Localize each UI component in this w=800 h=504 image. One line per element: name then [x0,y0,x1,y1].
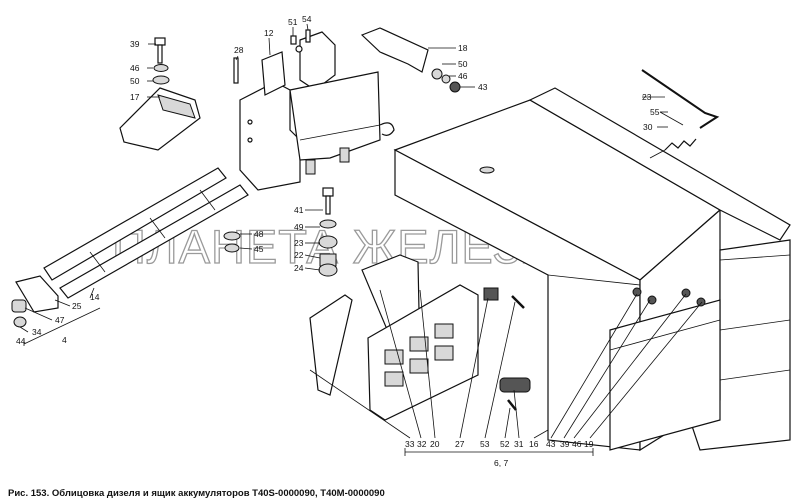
callout-39: 39 [560,439,570,449]
box-bolt [696,297,706,307]
callout-49: 49 [294,222,304,232]
callout-27: 27 [455,439,465,449]
callout-25: 25 [72,301,82,311]
callout-39: 39 [130,39,140,49]
grille-panel-20 [367,284,479,421]
callout-24: 24 [294,263,304,273]
callout-43: 43 [478,82,488,92]
callout-22: 22 [294,250,304,260]
cover-17-top [157,94,196,119]
washer-46 [153,64,169,72]
callout-45: 45 [254,244,264,254]
callout-30: 30 [643,122,653,132]
callout-23: 23 [642,92,652,102]
callout-48: 48 [254,229,264,239]
bolt-39 [154,37,166,64]
callout-23: 23 [294,238,304,248]
washer-46 [441,74,451,84]
box-bolt [681,288,691,298]
nut-43 [449,81,461,93]
washer-48 [223,231,241,241]
callout-47: 47 [55,315,65,325]
bracket-18 [360,27,429,73]
callout-33: 33 [405,439,415,449]
washer-50 [431,68,443,80]
callout-28: 28 [234,45,244,55]
bracket-assembly [239,31,395,191]
washer-45 [224,243,240,253]
callout-14: 14 [90,292,100,302]
callout-18: 18 [458,43,468,53]
seal-32 [309,294,353,396]
callout-53: 53 [480,439,490,449]
callout-4: 4 [62,335,67,345]
callout-50: 50 [458,59,468,69]
callout-43: 43 [546,439,556,449]
callout-46: 46 [130,63,140,73]
callout-31: 31 [514,439,524,449]
callout-50: 50 [130,76,140,86]
handle-spring [641,69,720,159]
callout-group-6-7: 6, 7 [494,458,508,468]
bolt-54 [305,29,311,43]
callout-54: 54 [302,14,312,24]
middle-stack [318,187,338,277]
callout-51: 51 [288,17,298,27]
callout-32: 32 [417,439,427,449]
rail-14 [43,167,249,299]
figure-caption: Рис. 153. Облицовка дизеля и ящик аккуму… [8,488,385,499]
callout-16: 16 [529,439,539,449]
box-bolt [647,295,657,305]
pin-53 [511,295,525,309]
pin-28 [233,57,239,84]
washer-50 [152,75,170,85]
callout-19: 19 [584,439,594,449]
callout-46: 46 [572,439,582,449]
pin-52 [507,399,517,411]
battery-box [393,87,791,452]
callout-44: 44 [16,336,26,346]
bracket-25 [15,275,59,313]
callout-20: 20 [430,439,440,449]
callout-12: 12 [264,28,274,38]
callout-41: 41 [294,205,304,215]
washer-34 [13,316,27,328]
grommet-27 [483,287,499,301]
callout-55: 55 [650,107,660,117]
bushing-47 [11,299,27,313]
leader-lines [19,23,703,456]
bolt-51 [290,35,297,45]
callout-34: 34 [32,327,42,337]
callout-52: 52 [500,439,510,449]
callout-46: 46 [458,71,468,81]
clip-31 [499,377,531,393]
box-bolt [632,287,642,297]
callout-17: 17 [130,92,140,102]
